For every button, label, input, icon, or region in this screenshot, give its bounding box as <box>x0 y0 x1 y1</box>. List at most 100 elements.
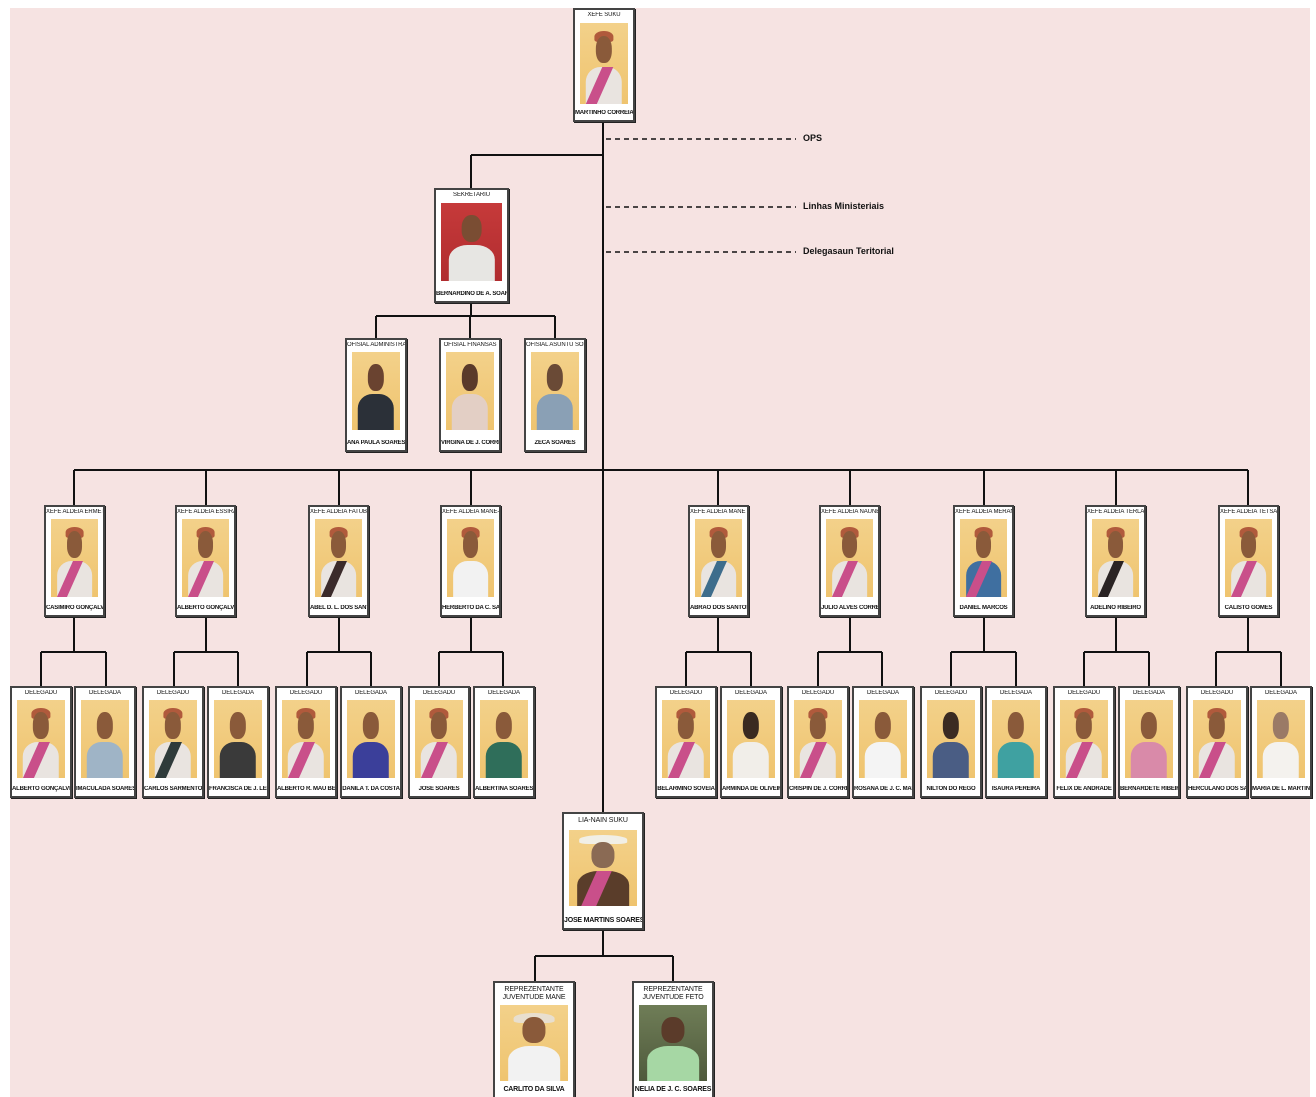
node-role: XEFE ALDEIA NAUNER <box>821 509 878 515</box>
node-role: DELEGADU <box>934 690 968 696</box>
node-role: LIA-NAIN SUKU <box>578 817 628 824</box>
node-delegadu: DELEGADU ALBERTO R. MAU BERE <box>275 686 337 798</box>
portrait-photo <box>1092 519 1139 597</box>
node-xefe-aldeia: XEFE ALDEIA TERLAU ADELINO RIBEIRO <box>1085 505 1146 617</box>
node-role: OFISIAL FINANSAS <box>443 342 497 348</box>
node-role: DELEGADA <box>735 690 767 696</box>
portrait-photo <box>859 700 907 778</box>
node-reprezentante-juventude-feto: REPREZENTANTE JUVENTUDE FETO NELIA DE J.… <box>632 981 714 1097</box>
node-role: XEFE ALDEIA MERAN <box>955 509 1012 515</box>
portrait-photo <box>182 519 229 597</box>
node-name: ALBERTO GONÇALVES <box>12 786 70 792</box>
node-xefe-aldeia: XEFE ALDEIA MANE-MORI HERBERTO DA C. SAR… <box>440 505 501 617</box>
node-delegadu: DELEGADU CARLOS SARMENTO <box>142 686 204 798</box>
node-name: CARLITO DA SILVA <box>503 1086 565 1093</box>
node-xefe-aldeia: XEFE ALDEIA ERMETA CASIMIRO GONÇALVES <box>44 505 105 617</box>
node-name: HERBERTO DA C. SARMENTO <box>442 605 499 611</box>
node-xefe-suku: XEFE SUKU MARTINHO CORREIA <box>573 8 635 122</box>
node-role: SEKRETARIU <box>453 192 490 198</box>
portrait-photo <box>446 352 494 430</box>
portrait-photo <box>794 700 842 778</box>
node-delegadu: DELEGADU ALBERTO GONÇALVES <box>10 686 72 798</box>
portrait-photo <box>960 519 1007 597</box>
node-delegadu: DELEGADU NILTON DO REGO <box>920 686 982 798</box>
node-role: DELEGADA <box>1265 690 1297 696</box>
node-reprezentante-juventude-mane: REPREZENTANTE JUVENTUDE MANE CARLITO DA … <box>493 981 575 1097</box>
node-role: DELEGADU <box>801 690 835 696</box>
node-sekretariu: SEKRETARIU BERNARDINO DE A. SOARES <box>434 188 509 303</box>
node-name: ALBERTO R. MAU BERE <box>277 786 335 792</box>
node-delegada: DELEGADA IMACULADA SOARES <box>74 686 136 798</box>
portrait-photo <box>347 700 395 778</box>
node-role: DELEGADU <box>289 690 323 696</box>
node-delegada: DELEGADA ARMINDA DE OLIVEIRA <box>720 686 782 798</box>
node-name: BERNARDETE RIBEIRO <box>1120 786 1178 792</box>
node-name: ALBERTO GONÇALVES <box>177 605 234 611</box>
node-role: XEFE SUKU <box>587 12 621 18</box>
node-role: DELEGADU <box>156 690 190 696</box>
node-delegada: DELEGADA BERNARDETE RIBEIRO <box>1118 686 1180 798</box>
node-role: DELEGADA <box>355 690 387 696</box>
portrait-photo <box>282 700 330 778</box>
node-name: BERNARDINO DE A. SOARES <box>436 291 507 297</box>
portrait-photo <box>480 700 528 778</box>
node-role: DELEGADA <box>488 690 520 696</box>
node-ofisial-administrasaun: OFISIAL ADMINISTRASAUN ANA PAULA SOARES <box>345 338 407 452</box>
node-xefe-aldeia: XEFE ALDEIA MERAN DANIEL MARCOS <box>953 505 1014 617</box>
node-role: OFISIAL ASUNTU SOSIAL <box>526 342 584 348</box>
portrait-photo <box>1193 700 1241 778</box>
portrait-photo <box>727 700 775 778</box>
portrait-photo <box>695 519 742 597</box>
node-role: DELEGADU <box>24 690 58 696</box>
portrait-photo <box>569 830 637 906</box>
node-xefe-aldeia: XEFE ALDEIA ESSIRAT ALBERTO GONÇALVES <box>175 505 236 617</box>
node-delegadu: DELEGADU HERCULANO DOS SANTOS <box>1186 686 1248 798</box>
node-role: DELEGADU <box>669 690 703 696</box>
node-delegadu: DELEGADU FELIX DE ANDRADE <box>1053 686 1115 798</box>
node-delegada: DELEGADA ALBERTINA SOARES <box>473 686 535 798</box>
node-delegadu: DELEGADU CRISPIN DE J. CORREIA <box>787 686 849 798</box>
node-ofisial-asuntu-sosial: OFISIAL ASUNTU SOSIAL ZECA SOARES <box>524 338 586 452</box>
node-ofisial-finansas: OFISIAL FINANSAS VIRGINA DE J. CORREIA <box>439 338 501 452</box>
node-name: MARTINHO CORREIA <box>575 110 633 116</box>
node-delegada: DELEGADA ROSANA DE J. C. MAIA <box>852 686 914 798</box>
portrait-photo <box>580 23 628 104</box>
node-name: DANIEL MARCOS <box>959 605 1008 611</box>
portrait-photo <box>441 203 502 281</box>
node-name: ABRÃO DOS SANTOS <box>690 605 747 611</box>
portrait-photo <box>531 352 579 430</box>
node-name: CASIMIRO GONÇALVES <box>46 605 103 611</box>
node-delegada: DELEGADA DANILA T. DA COSTA <box>340 686 402 798</box>
node-name: ALBERTINA SOARES <box>475 786 533 792</box>
node-role: DELEGADU <box>1067 690 1101 696</box>
legend-linhas-ministeriais: Linhas Ministeriais <box>803 201 885 211</box>
node-delegadu: DELEGADU BELARMINO SOVEIA <box>655 686 717 798</box>
node-xefe-aldeia: XEFE ALDEIA MANE MUNO ABRÃO DOS SANTOS <box>688 505 749 617</box>
legend-ops: OPS <box>803 133 823 143</box>
portrait-photo <box>149 700 197 778</box>
node-name: FELIX DE ANDRADE <box>1056 786 1112 792</box>
node-name: DANILA T. DA COSTA <box>342 786 400 792</box>
node-name: CALISTO GOMES <box>1224 605 1273 611</box>
node-role: XEFE ALDEIA FATUBESSI DUA <box>310 509 367 515</box>
portrait-photo <box>927 700 975 778</box>
node-role: XEFE ALDEIA TERLAU <box>1087 509 1144 515</box>
node-name: ISAURA PEREIRA <box>991 786 1041 792</box>
node-role: DELEGADA <box>222 690 254 696</box>
legend-delegasaun-teritorial: Delegasaun Teritorial <box>803 246 894 256</box>
node-name: ANA PAULA SOARES <box>347 440 405 446</box>
portrait-photo <box>1060 700 1108 778</box>
node-role: XEFE ALDEIA TETSAIRI <box>1220 509 1277 515</box>
node-role: DELEGADA <box>89 690 121 696</box>
node-xefe-aldeia: XEFE ALDEIA TETSAIRI CALISTO GOMES <box>1218 505 1279 617</box>
node-name: CARLOS SARMENTO <box>144 786 202 792</box>
node-lia-nain-suku: LIA-NAIN SUKU JOSÉ MARTINS SOARES <box>562 812 644 930</box>
portrait-photo <box>352 352 400 430</box>
portrait-photo <box>447 519 494 597</box>
node-role: DELEGADU <box>1200 690 1234 696</box>
node-role: XEFE ALDEIA MANE-MORI <box>442 509 499 515</box>
node-name: JOSÉ MARTINS SOARES <box>564 917 642 924</box>
node-role: XEFE ALDEIA ESSIRAT <box>177 509 234 515</box>
node-role: DELEGADA <box>867 690 899 696</box>
